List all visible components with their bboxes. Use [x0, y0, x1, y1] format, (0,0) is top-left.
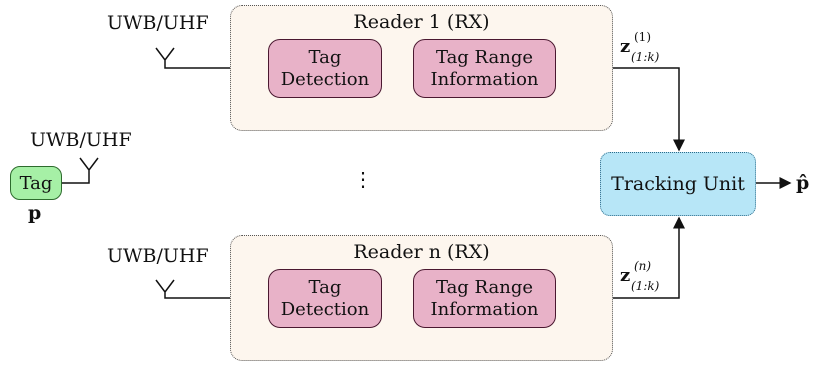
measurement-subscript: (1:k)	[631, 279, 660, 293]
tag-position-symbol: p	[28, 202, 42, 224]
measurement-symbol: z	[620, 265, 631, 286]
block-label: Tag Detection	[280, 276, 370, 320]
reader-1-tag-range-block: Tag Range Information	[413, 39, 556, 98]
measurement-label-n: z (n) (1:k)	[620, 259, 670, 295]
reader-1-tag-detection-block: Tag Detection	[268, 39, 382, 98]
measurement-superscript: (1)	[634, 30, 651, 44]
tag-label: Tag	[19, 172, 53, 194]
antenna-label-tag: UWB/UHF	[30, 129, 132, 151]
measurement-symbol: z	[620, 36, 631, 57]
tracking-unit-label: Tracking Unit	[611, 173, 745, 195]
block-label: Tag Range Information	[430, 276, 539, 320]
block-label: Tag Detection	[280, 46, 370, 90]
reader-n-tag-range-block: Tag Range Information	[413, 269, 556, 328]
block-label: Tag Range Information	[430, 46, 539, 90]
antenna-icon	[62, 157, 99, 184]
vertical-ellipsis: ⋮	[353, 167, 373, 191]
reader-n-title: Reader n (RX)	[353, 241, 490, 263]
antenna-icon	[155, 47, 230, 69]
antenna-label-reader-1: UWB/UHF	[107, 12, 209, 34]
tracking-unit-block: Tracking Unit	[600, 152, 756, 216]
measurement-superscript: (n)	[634, 259, 652, 273]
antenna-icon	[155, 279, 230, 299]
measurement-label-1: z (1) (1:k)	[620, 30, 670, 66]
output-estimate-symbol: p̂	[796, 172, 810, 194]
measurement-subscript: (1:k)	[631, 50, 660, 64]
tag-node: Tag	[10, 166, 62, 200]
reader-1-title: Reader 1 (RX)	[353, 11, 490, 33]
antenna-label-reader-n: UWB/UHF	[107, 245, 209, 267]
reader-n-tag-detection-block: Tag Detection	[268, 269, 382, 328]
